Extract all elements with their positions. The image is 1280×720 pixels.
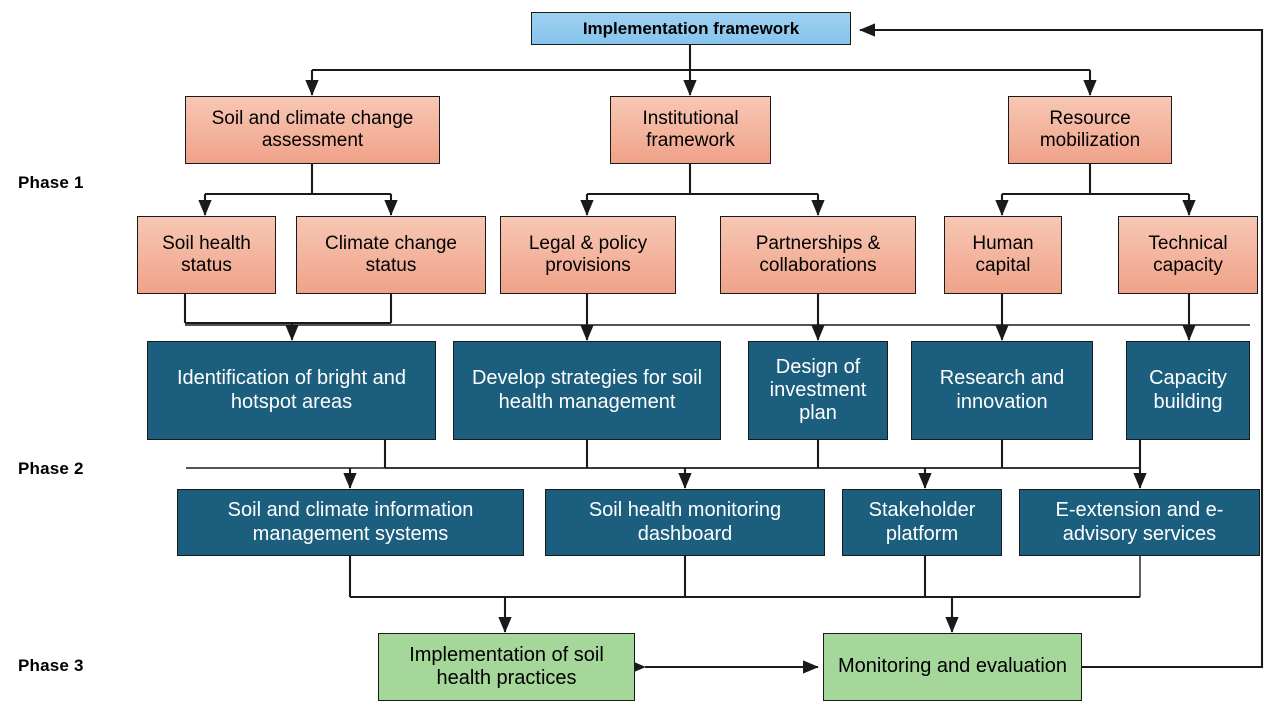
node-soil-and-climate-change-assessment[interactable]: Soil and climate change assessment [185,96,440,164]
node-resource-mobilization[interactable]: Resource mobilization [1008,96,1172,164]
node-identification-of-bright-and-hotspot-areas[interactable]: Identification of bright and hotspot are… [147,341,436,440]
node-research-and-innovation[interactable]: Research and innovation [911,341,1093,440]
node-label: Human capital [972,232,1034,276]
node-partnerships-and-collaborations[interactable]: Partnerships & collaborations [720,216,916,294]
node-technical-capacity[interactable]: Technical capacity [1118,216,1258,294]
phase-3-label: Phase 3 [18,656,84,675]
node-label: Capacity building [1149,367,1227,413]
node-label: Technical capacity [1148,232,1228,276]
node-develop-strategies-for-soil-health-management[interactable]: Develop strategies for soil health manag… [453,341,721,440]
node-label: Institutional framework [642,107,739,151]
node-label: Legal & policy provisions [528,232,648,276]
node-label: Climate change status [324,232,458,276]
node-label: Soil health monitoring dashboard [588,499,782,545]
node-label: Identification of bright and hotspot are… [176,367,407,413]
node-label: E-extension and e-advisory services [1055,499,1224,545]
node-institutional-framework[interactable]: Institutional framework [610,96,771,164]
node-label: Research and innovation [939,367,1065,413]
node-design-of-investment-plan[interactable]: Design of investment plan [748,341,888,440]
node-label: Soil health status [162,232,251,276]
node-soil-health-monitoring-dashboard[interactable]: Soil health monitoring dashboard [545,489,825,556]
node-climate-change-status[interactable]: Climate change status [296,216,486,294]
node-label: Implementation of soil health practices [409,643,604,689]
node-label: Stakeholder platform [868,499,976,545]
node-label: Implementation framework [582,18,800,38]
node-label: Develop strategies for soil health manag… [471,367,703,413]
node-label: Soil and climate information management … [227,499,474,545]
node-e-extension-and-e-advisory-services[interactable]: E-extension and e-advisory services [1019,489,1260,556]
node-monitoring-and-evaluation[interactable]: Monitoring and evaluation [823,633,1082,701]
node-label: Soil and climate change assessment [211,107,414,151]
node-label: Resource mobilization [1039,107,1141,151]
node-stakeholder-platform[interactable]: Stakeholder platform [842,489,1002,556]
node-human-capital[interactable]: Human capital [944,216,1062,294]
node-label: Monitoring and evaluation [837,655,1068,678]
phase-2-label: Phase 2 [18,459,84,478]
node-soil-health-status[interactable]: Soil health status [137,216,276,294]
node-capacity-building[interactable]: Capacity building [1126,341,1250,440]
node-soil-and-climate-information-management-systems[interactable]: Soil and climate information management … [177,489,524,556]
node-implementation-framework[interactable]: Implementation framework [531,12,851,45]
node-label: Partnerships & collaborations [755,232,881,276]
phase-1-label: Phase 1 [18,173,84,192]
node-legal-and-policy-provisions[interactable]: Legal & policy provisions [500,216,676,294]
node-label: Design of investment plan [769,355,867,425]
node-implementation-of-soil-health-practices[interactable]: Implementation of soil health practices [378,633,635,701]
